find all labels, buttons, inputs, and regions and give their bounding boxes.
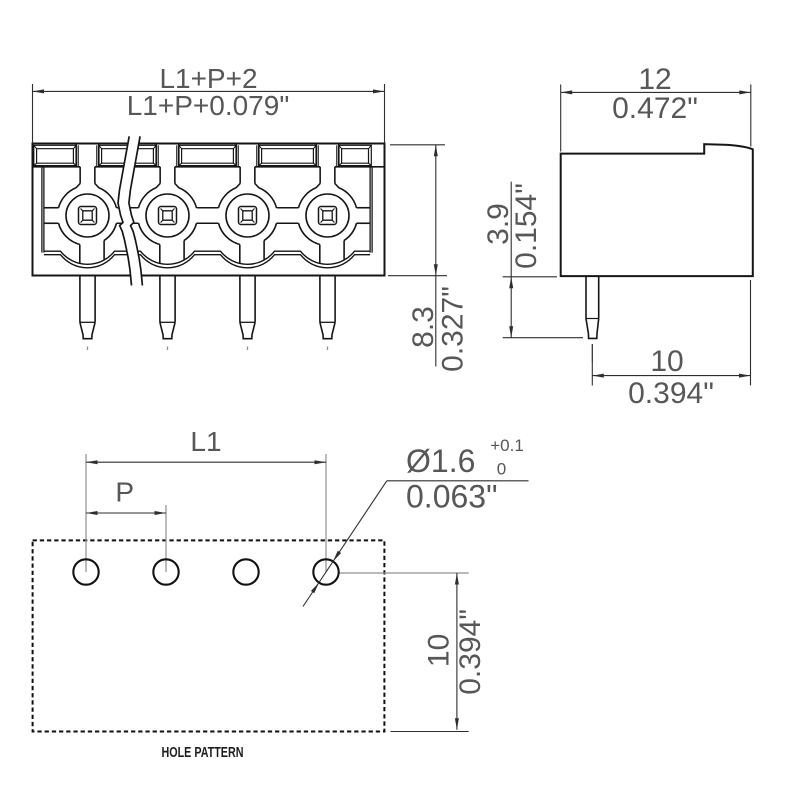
svg-text:0.394": 0.394" [454, 609, 487, 695]
svg-text:P: P [115, 477, 134, 508]
svg-text:3.9: 3.9 [482, 203, 515, 245]
svg-text:10: 10 [650, 345, 683, 378]
svg-text:+0.1: +0.1 [490, 436, 524, 455]
svg-text:0: 0 [497, 460, 506, 479]
svg-text:0.063": 0.063" [406, 479, 497, 515]
svg-text:L1+P+2: L1+P+2 [159, 63, 257, 94]
svg-text:0.327": 0.327" [437, 286, 470, 372]
svg-text:L1: L1 [190, 426, 221, 457]
svg-text:0.154": 0.154" [510, 183, 543, 269]
svg-text:0.394": 0.394" [628, 377, 714, 410]
svg-text:8.3: 8.3 [407, 306, 440, 348]
svg-text:12: 12 [638, 63, 671, 96]
svg-text:Ø1.6: Ø1.6 [406, 443, 475, 479]
svg-text:0.472": 0.472" [612, 92, 698, 125]
svg-text:HOLE PATTERN: HOLE PATTERN [162, 745, 244, 761]
svg-text:L1+P+0.079": L1+P+0.079" [127, 90, 290, 121]
svg-text:10: 10 [423, 634, 456, 667]
